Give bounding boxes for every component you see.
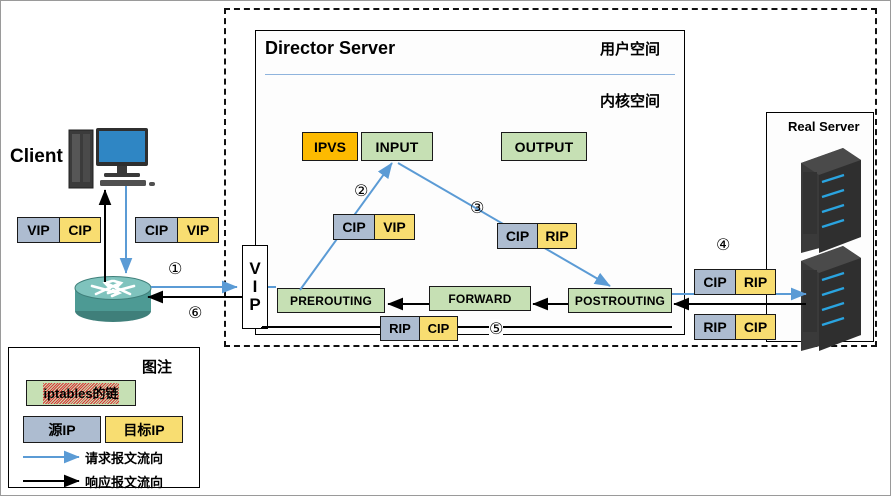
legend-arrow-icons: [23, 450, 80, 488]
legend-dst-ip-swatch: 目标IP: [105, 416, 183, 443]
packet-src: VIP: [18, 218, 59, 242]
step-marker-3: ③: [470, 198, 485, 217]
legend-response-flow-label: 响应报文流向: [85, 476, 164, 491]
packet-src: CIP: [334, 215, 374, 239]
forward-chain-box[interactable]: FORWARD: [429, 286, 531, 311]
packet-dst: RIP: [734, 270, 775, 294]
vip-interface-box[interactable]: V I P: [242, 245, 268, 329]
step-marker-6: ⑥: [188, 303, 203, 322]
packet-src: RIP: [381, 317, 419, 340]
legend-chain-swatch: iptables的链: [26, 380, 136, 406]
step-marker-5: ⑤: [489, 319, 504, 338]
prerouting-chain-box[interactable]: PREROUTING: [277, 288, 385, 313]
legend-box: 图注 iptables的链 源IP 目标IP 请求报文流向 响应报文流向: [8, 347, 200, 491]
packet-dst: VIP: [176, 218, 218, 242]
packet-dst: CIP: [734, 315, 775, 339]
director-server-dashed-region: [224, 8, 877, 347]
packet-label-postrouting-to-prerouting: RIP CIP: [380, 316, 458, 341]
director-server-box: [255, 30, 685, 335]
packet-label-from-real-server: RIP CIP: [694, 314, 776, 340]
packet-src: CIP: [136, 218, 177, 242]
legend-title: 图注: [142, 358, 173, 376]
vip-line-2: I: [252, 276, 258, 296]
ipvs-box[interactable]: IPVS: [302, 132, 358, 161]
packet-label-client-request: CIP VIP: [135, 217, 219, 243]
packet-src: CIP: [498, 224, 537, 248]
output-chain-box[interactable]: OUTPUT: [501, 132, 587, 161]
packet-label-input-to-postrouting: CIP RIP: [497, 223, 577, 249]
legend-request-flow-label: 请求报文流向: [85, 452, 164, 467]
packet-dst: CIP: [58, 218, 100, 242]
packet-dst: RIP: [536, 224, 576, 248]
kernel-space-label: 内核空间: [600, 92, 661, 110]
packet-src: RIP: [695, 315, 735, 339]
packet-dst: VIP: [373, 215, 414, 239]
user-space-label: 用户空间: [600, 40, 661, 58]
step-marker-4: ④: [716, 235, 731, 254]
packet-src: CIP: [695, 270, 735, 294]
packet-dst: CIP: [418, 317, 457, 340]
input-chain-box[interactable]: INPUT: [361, 132, 433, 161]
postrouting-chain-box[interactable]: POSTROUTING: [568, 288, 672, 313]
packet-label-to-real-server: CIP RIP: [694, 269, 776, 295]
director-server-title: Director Server: [265, 38, 396, 58]
real-server-title: Real Server: [788, 119, 860, 134]
vip-line-1: V: [249, 258, 261, 278]
user-kernel-divider: [265, 74, 675, 75]
legend-chain-label: iptables的链: [43, 382, 119, 404]
vip-line-3: P: [249, 295, 261, 314]
packet-label-prerouting-to-input: CIP VIP: [333, 214, 415, 240]
packet-label-client-response: VIP CIP: [17, 217, 101, 243]
legend-src-ip-swatch: 源IP: [23, 416, 101, 443]
client-label: Client: [10, 146, 63, 167]
step-marker-2: ②: [354, 181, 369, 200]
step-marker-1: ①: [168, 259, 183, 278]
